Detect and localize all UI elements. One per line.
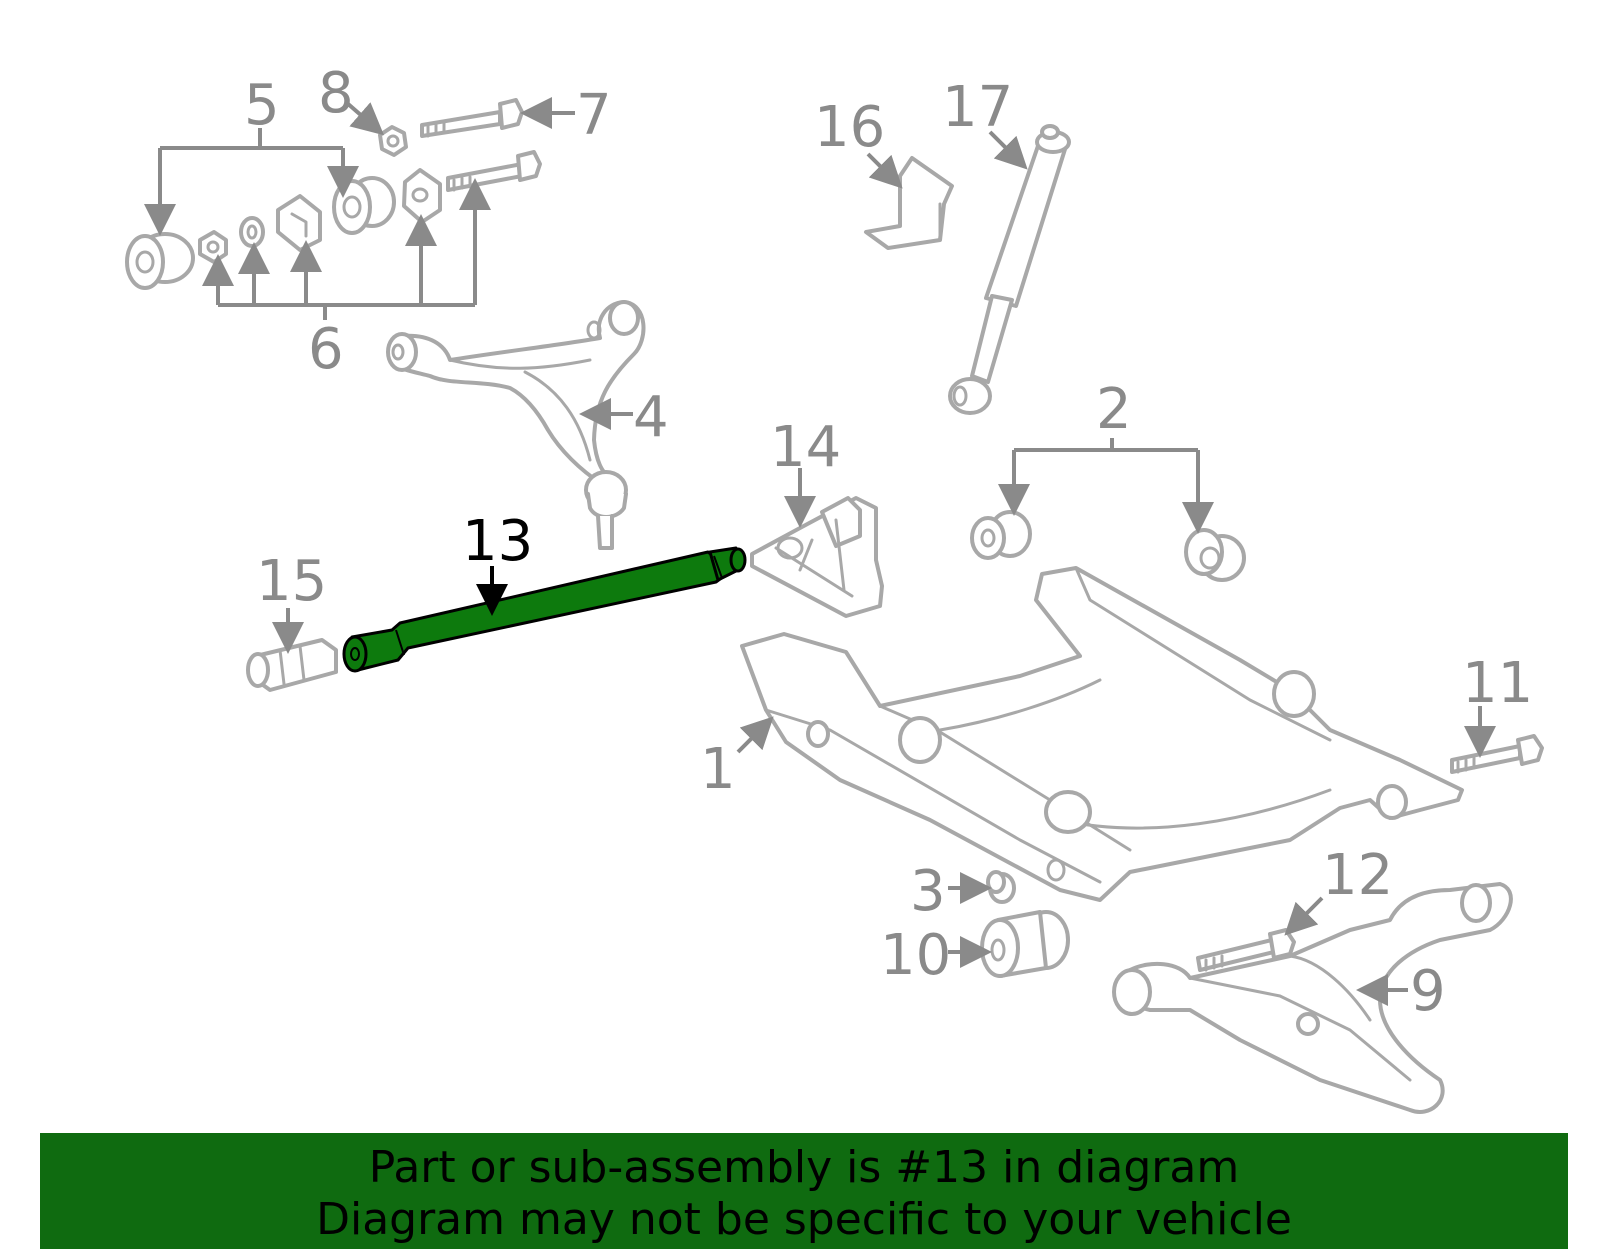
callout-2: 2: [1096, 377, 1132, 442]
callout-3: 3: [910, 859, 946, 924]
callout-5: 5: [244, 73, 280, 138]
callout-16-leader: [866, 152, 903, 189]
bolt-12[interactable]: [1196, 928, 1296, 972]
callout-7: 7: [576, 83, 612, 148]
bracket-16[interactable]: [864, 156, 954, 250]
subframe-1[interactable]: [740, 566, 1464, 902]
bushing-large-left[interactable]: [125, 232, 195, 290]
callout-12-leader: [1284, 896, 1324, 936]
cam-washer[interactable]: [402, 168, 442, 224]
cam-plate[interactable]: [276, 194, 322, 252]
bushing-10[interactable]: [980, 910, 1070, 978]
bushing-15[interactable]: [246, 638, 338, 692]
bushing-3[interactable]: [986, 870, 1016, 904]
callout-6: 6: [308, 317, 344, 382]
bushing-2-left[interactable]: [970, 510, 1032, 560]
bushing-hardware-group: [125, 98, 542, 290]
callout-6-bracket: [202, 178, 491, 320]
bolt-11[interactable]: [1450, 734, 1544, 774]
callout-15: 15: [256, 549, 327, 614]
bolt-lower[interactable]: [446, 150, 542, 192]
callout-5-bracket: [144, 128, 359, 236]
callout-2-bracket: [998, 438, 1214, 534]
shock-absorber[interactable]: [948, 124, 1071, 415]
callout-16: 16: [814, 95, 885, 160]
lower-control-arm[interactable]: [1112, 882, 1513, 1114]
callout-14: 14: [770, 415, 841, 480]
notice-banner: Part or sub-assembly is #13 in diagram D…: [40, 1133, 1568, 1249]
callout-17-leader: [988, 130, 1028, 170]
bolt-7[interactable]: [420, 98, 524, 138]
callout-1-leader: [736, 716, 774, 754]
callout-4: 4: [633, 385, 669, 450]
callout-8-leader: [345, 101, 385, 136]
callout-9: 9: [1410, 959, 1446, 1024]
callout-10: 10: [880, 923, 951, 988]
callout-13: 13: [462, 509, 533, 574]
callout-1: 1: [700, 737, 736, 802]
callout-17: 17: [942, 75, 1013, 140]
mount-14[interactable]: [750, 496, 884, 618]
washer-small[interactable]: [239, 216, 265, 248]
nut-small[interactable]: [198, 230, 228, 264]
nut-8[interactable]: [378, 125, 408, 157]
callout-12: 12: [1322, 843, 1393, 908]
banner-disclaimer: Diagram may not be specific to your vehi…: [316, 1194, 1292, 1245]
strut-rod-13[interactable]: [342, 546, 747, 673]
callout-8: 8: [318, 61, 354, 126]
upper-control-arm[interactable]: [386, 300, 646, 550]
banner-part-note: Part or sub-assembly is #13 in diagram: [368, 1142, 1240, 1193]
bushing-2-right[interactable]: [1184, 528, 1246, 582]
callout-11: 11: [1462, 651, 1533, 716]
